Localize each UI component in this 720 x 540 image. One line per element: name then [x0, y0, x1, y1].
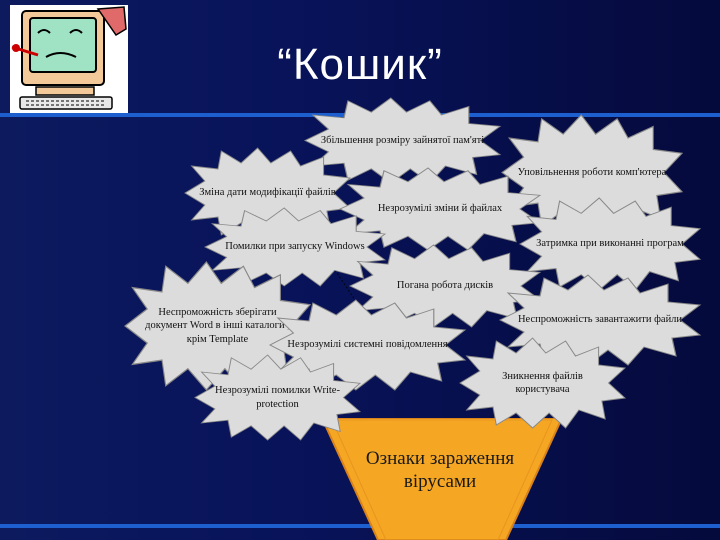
burst-label: Незрозумілі системні повідомлення — [287, 339, 448, 351]
burst-label: Зникнення файлів користувача — [502, 370, 583, 395]
funnel-label: Ознаки зараження вірусами — [365, 448, 515, 492]
burst-memory-increase: Збільшення розміру зайнятої пам'яті — [303, 97, 502, 184]
burst-label: Збільшення розміру зайнятої пам'яті — [320, 134, 485, 146]
burst-label: Неспроможність зберігати документ Word в… — [145, 307, 290, 345]
sick-computer-icon — [10, 5, 128, 113]
burst-write-protection-errors: Незрозумілі помилки Write-protection — [194, 354, 362, 441]
burst-file-changes: Незрозумілі зміни й файлах — [338, 167, 542, 251]
burst-label: Помилки при запуску Windows — [225, 241, 365, 253]
burst-label: Зміна дати модифікації файлів — [199, 187, 336, 199]
bottom-stripe — [0, 524, 720, 528]
burst-label: Погана робота дисків — [396, 280, 494, 292]
burst-label: Незрозумілі зміни й файлах — [377, 203, 503, 215]
burst-user-files-disappear: Зникнення файлів користувача — [459, 337, 627, 429]
burst-label: Уповільнення роботи комп'ютера — [517, 166, 667, 178]
center-funnel — [322, 418, 562, 540]
burst-label: Затримка при виконанні програм — [536, 238, 684, 250]
burst-program-delay: Затримка при виконанні програм — [519, 197, 702, 291]
burst-label: Неспроможність завантажити файли — [517, 314, 683, 326]
burst-label: Незрозумілі помилки Write-protection — [215, 385, 340, 410]
burst-windows-startup-errors: Помилки при запуску Windows — [204, 207, 387, 287]
slide-title: “Кошик” — [277, 40, 443, 89]
